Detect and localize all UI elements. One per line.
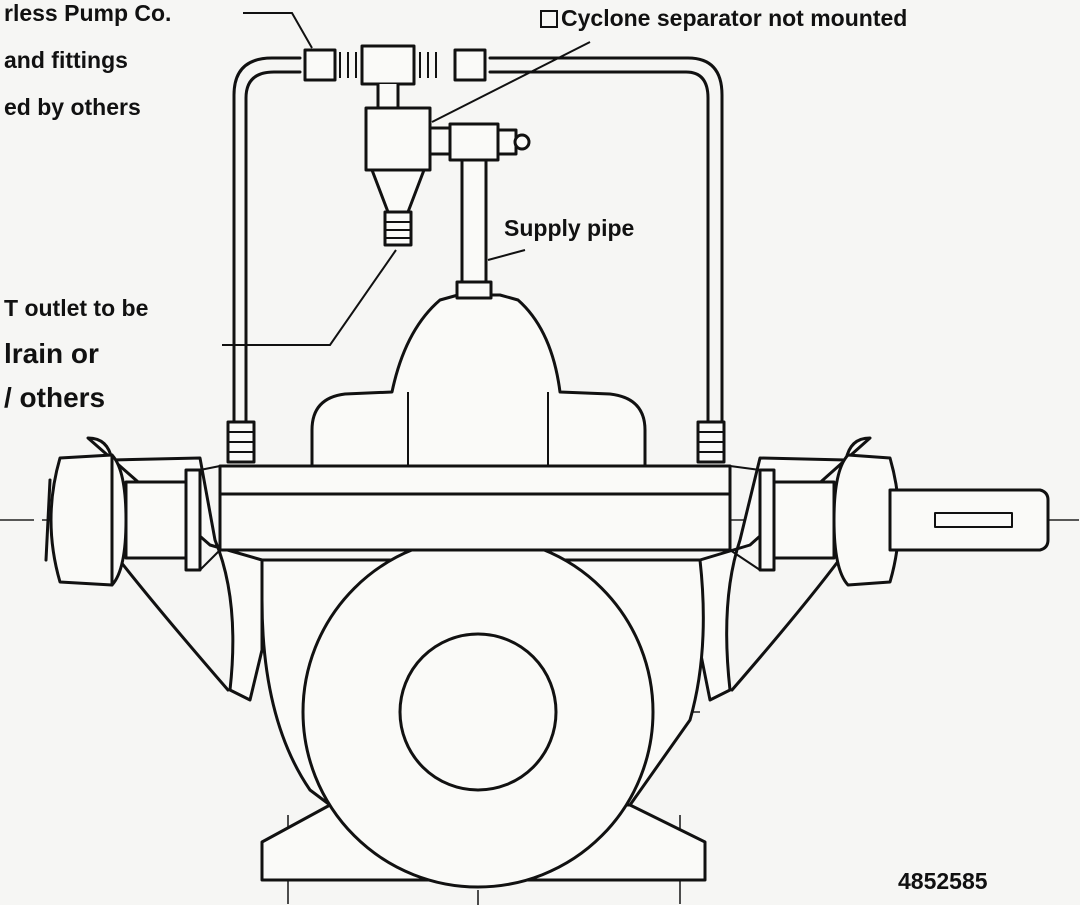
drawing-number: 4852585 [898, 868, 988, 894]
supply-pipe-label: Supply pipe [504, 215, 635, 241]
cyclone-drain-threads [385, 221, 411, 239]
peerless-label-line2: and fittings [4, 47, 128, 73]
left-union-fitting [303, 48, 337, 82]
cyclone-cone [370, 168, 426, 214]
left-bearing-nut [49, 453, 128, 587]
left-gland-threads [228, 431, 254, 453]
right-union-threads [419, 52, 437, 78]
cyclone-side-port [428, 126, 452, 156]
right-arm-web [730, 546, 850, 692]
flush-pipe-inner [244, 70, 710, 424]
cyclone-drain-fitting [383, 210, 413, 247]
checkbox-icon [540, 10, 558, 28]
flange-edges [199, 465, 761, 571]
left-nut-inner [44, 453, 114, 587]
upper-casing-ribs [407, 392, 549, 468]
upper-casing [310, 293, 647, 470]
supply-tee [448, 122, 500, 162]
supply-pipe [460, 158, 488, 284]
supply-leader [487, 249, 526, 261]
split-flange-top [218, 464, 732, 496]
casing-inner-circle [398, 632, 558, 792]
left-arm-web [108, 546, 230, 692]
left-shaft-stub [124, 480, 188, 560]
drive-shaft [888, 488, 1050, 552]
outlet-leader [222, 249, 397, 346]
outlet-label-line2: lrain or [4, 338, 99, 369]
peerless-label-line3: ed by others [4, 94, 141, 120]
left-union-threads [339, 52, 357, 78]
supply-pipe-nut [455, 280, 493, 300]
cyclone-label-text: Cyclone separator not mounted [561, 5, 908, 31]
supply-tee-cap [513, 133, 531, 151]
keyway [934, 512, 1013, 528]
tee-drop [376, 82, 400, 110]
cyclone-body [364, 106, 432, 172]
left-collar [184, 468, 202, 572]
peerless-leader [243, 12, 313, 49]
outlet-label-line3: / others [4, 382, 106, 413]
cyclone-label: Cyclone separator not mounted [540, 7, 907, 30]
supply-tee-plug [496, 128, 518, 156]
cyclone-leader [431, 41, 591, 123]
right-union-fitting [453, 48, 487, 82]
flush-pipe-outer [232, 56, 724, 424]
right-gland-threads [698, 431, 724, 453]
right-shaft-stub [772, 480, 836, 560]
outlet-label-line1: T outlet to be [4, 295, 149, 321]
peerless-label-line1: rless Pump Co. [4, 0, 172, 26]
right-collar [758, 468, 776, 572]
tee-fitting [360, 44, 416, 86]
split-flange-bottom [218, 492, 732, 552]
